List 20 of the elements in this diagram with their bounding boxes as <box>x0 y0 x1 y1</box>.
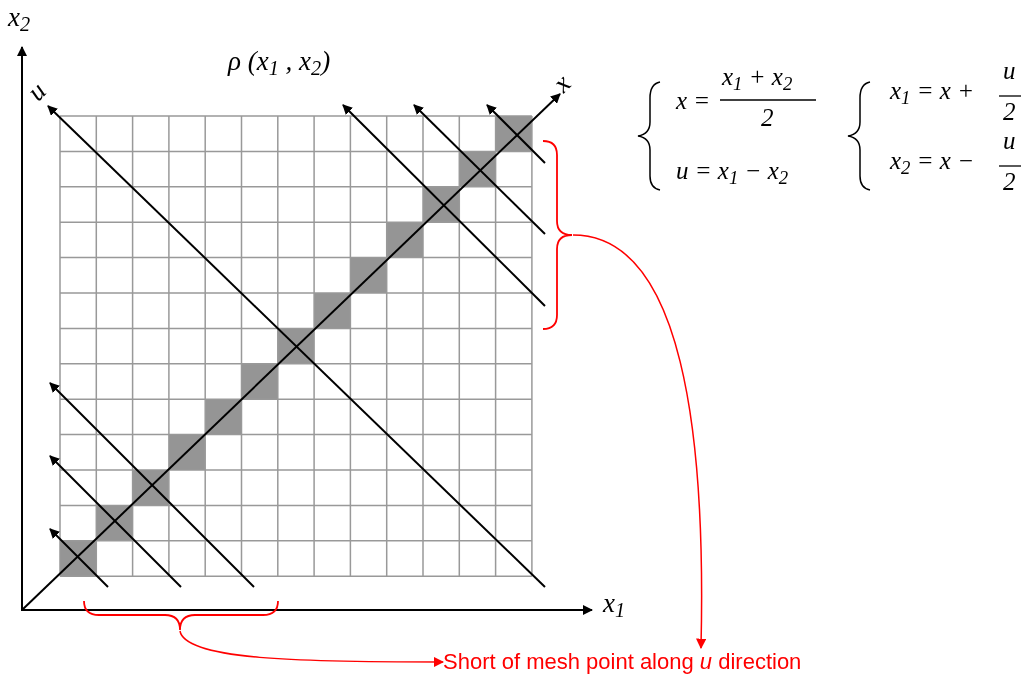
callout-text: Short of mesh point along u direction <box>443 648 927 676</box>
leader-line <box>179 630 445 668</box>
math-label: x <box>548 69 576 98</box>
math-label: x = <box>676 88 711 113</box>
math-label: ρ (x$_{1}$ , x$_{2}$) <box>228 48 331 75</box>
leader-line <box>572 234 707 650</box>
math-label: x$_{2}$ = x − <box>890 148 975 173</box>
math-label: x$_{1}$ = x + <box>890 78 975 103</box>
math-label: u <box>1003 58 1016 83</box>
curly-bracket <box>542 139 573 331</box>
math-label: 2 <box>1003 169 1016 194</box>
math-label: u <box>22 77 52 106</box>
math-label: x$_{1}$ <box>603 590 626 617</box>
math-label: u = x$_{1}$ − x$_{2}$ <box>676 158 789 183</box>
math-label: 2 <box>761 105 774 130</box>
math-label: x$_{2}$ <box>8 4 31 31</box>
math-label: u <box>1003 128 1016 153</box>
curly-bracket <box>83 600 279 631</box>
math-label: x$_{1}$ + x$_{2}$ <box>722 64 793 89</box>
math-label: 2 <box>1003 99 1016 124</box>
